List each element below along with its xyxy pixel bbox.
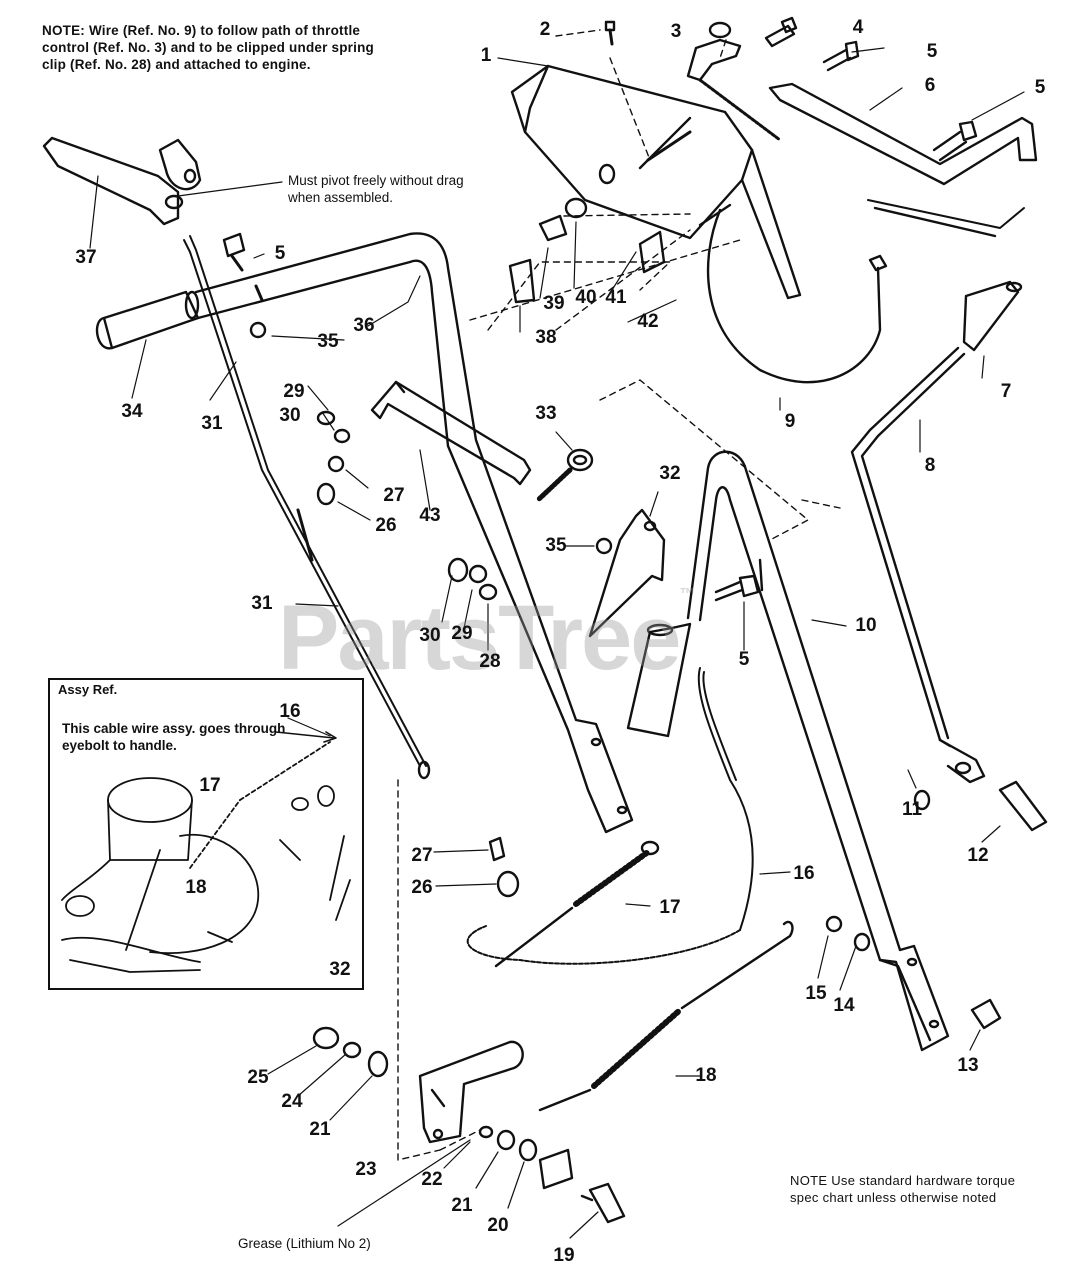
part-number-30: 30	[279, 405, 301, 426]
part-number-35: 35	[317, 331, 339, 352]
part-number-32: 32	[329, 959, 351, 980]
part-number-11: 11	[901, 799, 923, 820]
assy-title: Assy Ref.	[58, 682, 118, 697]
part-number-9: 9	[784, 411, 796, 432]
part-number-6: 6	[924, 75, 936, 96]
part-number-38: 38	[535, 327, 557, 348]
part-number-26: 26	[411, 877, 433, 898]
assy-arrow	[275, 731, 337, 743]
handle-bracket-part	[370, 380, 532, 486]
assy-text: This cable wire assy. goes through eyebo…	[62, 721, 286, 753]
screw-part	[604, 20, 616, 46]
part-number-16: 16	[793, 863, 815, 884]
control-panel-part	[510, 64, 802, 300]
shift-rod-part	[850, 280, 1023, 784]
part-number-34: 34	[121, 401, 143, 422]
part-number-5: 5	[1034, 77, 1046, 98]
part-number-21: 21	[451, 1195, 473, 1216]
part-number-27: 27	[383, 485, 405, 506]
part-number-42: 42	[637, 311, 659, 332]
hand-grip-part	[95, 290, 200, 350]
part-number-20: 20	[487, 1215, 509, 1236]
part-number-16: 16	[279, 701, 301, 722]
hand-grip-part	[626, 622, 692, 738]
pivot-note: Must pivot freely without drag when asse…	[288, 173, 464, 205]
part-number-13: 13	[957, 1055, 979, 1076]
part-number-39: 39	[543, 293, 565, 314]
part-number-43: 43	[419, 505, 441, 526]
part-number-36: 36	[353, 315, 375, 336]
left-handle-part	[194, 232, 634, 834]
plate-part	[588, 508, 666, 638]
bolt-part	[222, 232, 760, 602]
part-number-23: 23	[355, 1159, 377, 1180]
leader-lines	[397, 29, 841, 1161]
part-number-5: 5	[926, 41, 938, 62]
part-number-30: 30	[419, 625, 441, 646]
part-number-37: 37	[75, 247, 97, 268]
eyebolt-part	[535, 448, 594, 503]
part-number-41: 41	[605, 287, 627, 308]
part-number-18: 18	[185, 877, 207, 898]
callout-lines	[89, 47, 1025, 1239]
grease-note: Grease (Lithium No 2)	[238, 1236, 371, 1251]
note-top: NOTE: Wire (Ref. No. 9) to follow path o…	[42, 23, 374, 72]
part-number-10: 10	[855, 615, 877, 636]
part-number-27: 27	[411, 845, 433, 866]
watermark: PartsTree™	[278, 586, 695, 689]
part-number-17: 17	[659, 897, 681, 918]
part-number-35: 35	[545, 535, 567, 556]
part-number-31: 31	[201, 413, 223, 434]
part-number-29: 29	[283, 381, 305, 402]
throttle-control-part	[686, 21, 782, 142]
part-number-8: 8	[924, 455, 936, 476]
part-number-28: 28	[479, 651, 501, 672]
spring-part	[494, 840, 660, 968]
part-number-3: 3	[670, 21, 682, 42]
part-number-29: 29	[451, 623, 473, 644]
part-number-4: 4	[852, 17, 864, 38]
right-handle-part	[686, 450, 950, 1052]
cable-part	[466, 667, 754, 965]
part-number-25: 25	[247, 1067, 269, 1088]
bolt-part	[764, 16, 798, 48]
hardware-part	[249, 197, 1048, 1224]
part-number-15: 15	[805, 983, 827, 1004]
part-number-12: 12	[967, 845, 989, 866]
lever-part	[42, 136, 202, 226]
part-number-19: 19	[553, 1245, 575, 1266]
part-number-32: 32	[659, 463, 681, 484]
part-number-14: 14	[833, 995, 855, 1016]
part-number-26: 26	[375, 515, 397, 536]
part-number-17: 17	[199, 775, 221, 796]
part-number-5: 5	[738, 649, 750, 670]
assy-illustration	[61, 741, 351, 973]
part-number-24: 24	[281, 1091, 303, 1112]
bracket-part	[768, 82, 1038, 238]
arm-part	[418, 1040, 524, 1144]
spring-part	[538, 920, 794, 1112]
rod-part	[183, 235, 431, 780]
part-number-40: 40	[575, 287, 597, 308]
part-number-21: 21	[309, 1119, 331, 1140]
bolt-part	[822, 40, 978, 162]
part-number-22: 22	[421, 1169, 443, 1190]
wire-part	[706, 208, 888, 384]
part-number-31: 31	[251, 593, 273, 614]
part-number-7: 7	[1000, 381, 1012, 402]
part-number-2: 2	[539, 19, 551, 40]
part-number-33: 33	[535, 403, 557, 424]
part-number-5: 5	[274, 243, 286, 264]
note-bottom: NOTE Use standard hardware torque spec c…	[790, 1173, 1016, 1205]
part-number-1: 1	[480, 45, 492, 66]
part-number-18: 18	[695, 1065, 717, 1086]
assy-reference-box	[48, 678, 364, 990]
